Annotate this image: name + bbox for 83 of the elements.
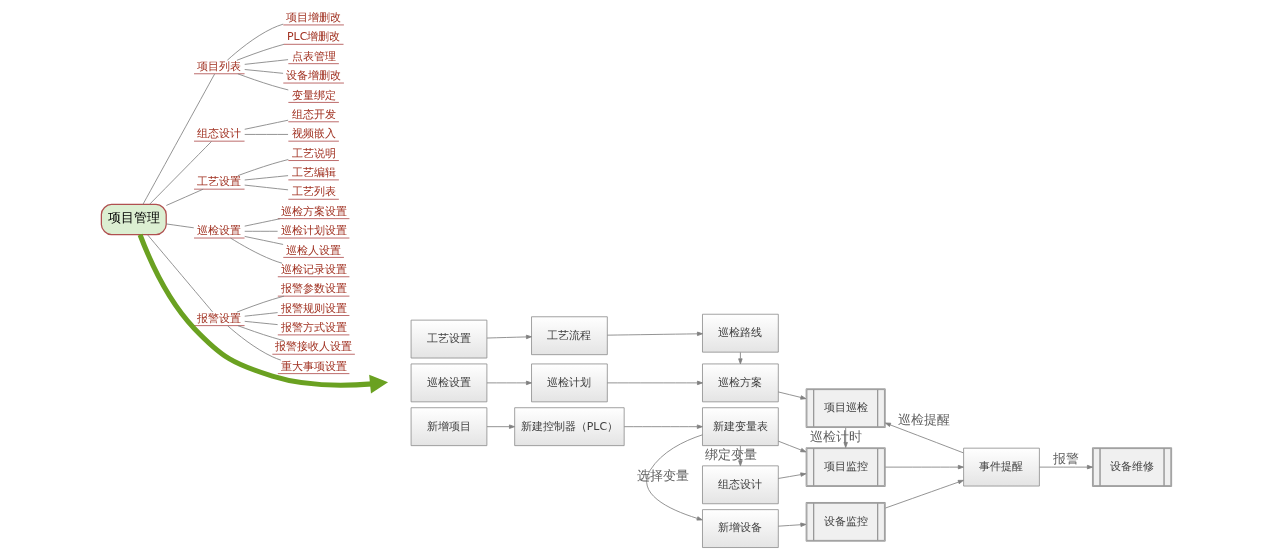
node-text: 组态开发 bbox=[291, 107, 336, 121]
connector bbox=[243, 230, 278, 232]
edge-label: 巡检计时 bbox=[809, 428, 862, 444]
connector bbox=[243, 312, 278, 317]
connector bbox=[146, 234, 213, 313]
node-box: 项目管理 bbox=[100, 203, 167, 236]
node-text: 工艺说明 bbox=[291, 146, 336, 160]
node-text: 视频嵌入 bbox=[291, 127, 336, 141]
arrow bbox=[737, 351, 743, 365]
node-text: 变量绑定 bbox=[291, 88, 336, 102]
connector bbox=[243, 236, 284, 245]
arrow bbox=[137, 233, 388, 394]
connector bbox=[243, 320, 278, 326]
node-box: 新增设备 bbox=[701, 509, 779, 548]
connector bbox=[236, 43, 284, 61]
node-box: 工艺设置 bbox=[410, 319, 487, 359]
connector bbox=[243, 69, 284, 74]
connector bbox=[165, 188, 204, 206]
arrow bbox=[884, 422, 964, 454]
connector bbox=[236, 325, 285, 342]
node-box: 巡检路线 bbox=[701, 313, 779, 353]
arrow bbox=[884, 479, 964, 509]
edge-label: 绑定变量 bbox=[704, 446, 757, 462]
node-text: 巡检记录设置 bbox=[280, 262, 347, 276]
connector bbox=[243, 218, 281, 227]
node-text: 工艺设置 bbox=[196, 175, 241, 189]
node-text: 项目列表 bbox=[196, 59, 241, 73]
arrow bbox=[486, 424, 515, 429]
connector bbox=[243, 134, 288, 135]
arrow bbox=[777, 472, 806, 479]
arrow bbox=[884, 464, 964, 470]
node-text: PLC增删改 bbox=[286, 30, 340, 44]
connector bbox=[243, 175, 288, 181]
connector bbox=[148, 141, 212, 205]
node-text: 工艺编辑 bbox=[291, 166, 336, 180]
node-text: 项目增删改 bbox=[285, 11, 341, 25]
node-box: 事件提醒 bbox=[962, 447, 1040, 487]
arrow bbox=[606, 331, 703, 336]
node-box: 巡检设置 bbox=[410, 363, 487, 403]
connector bbox=[229, 237, 282, 264]
node-box: 新建控制器（PLC） bbox=[513, 407, 625, 447]
edge-label: 报警 bbox=[1052, 450, 1079, 466]
arrow bbox=[777, 391, 806, 400]
arrow bbox=[777, 440, 806, 453]
connector bbox=[236, 295, 284, 313]
arrow bbox=[486, 334, 532, 340]
node-text: 报警设置 bbox=[196, 311, 241, 325]
connector bbox=[243, 184, 288, 191]
connector bbox=[236, 73, 289, 91]
node-text: 报警方式设置 bbox=[280, 321, 347, 334]
connector bbox=[243, 119, 288, 130]
node-text: 工艺列表 bbox=[291, 185, 336, 199]
node-text: 组态设计 bbox=[196, 127, 241, 141]
arrow bbox=[486, 380, 532, 386]
arrow bbox=[623, 424, 703, 429]
connector bbox=[165, 223, 194, 229]
edge-label: 选择变量 bbox=[636, 468, 689, 484]
node-box: 巡检方案 bbox=[701, 363, 779, 403]
node-text: 设备增删改 bbox=[285, 69, 341, 83]
arrow bbox=[606, 380, 703, 386]
node-box: 新建变量表 bbox=[701, 407, 779, 447]
connector bbox=[243, 59, 288, 65]
arrow bbox=[777, 522, 806, 527]
arrow bbox=[645, 434, 703, 521]
node-text: 重大事项设置 bbox=[280, 359, 347, 373]
node-text: 巡检计划设置 bbox=[280, 224, 347, 238]
node-text: 报警规则设置 bbox=[280, 301, 347, 315]
connector bbox=[226, 23, 284, 61]
node-box: 新增项目 bbox=[410, 407, 487, 447]
connector bbox=[236, 159, 289, 177]
arrow bbox=[1038, 464, 1093, 470]
connector bbox=[226, 325, 281, 361]
connector bbox=[142, 73, 215, 205]
node-box: 工艺流程 bbox=[530, 316, 608, 356]
node-text: 点表管理 bbox=[291, 49, 336, 63]
node-text: 巡检人设置 bbox=[285, 243, 341, 257]
node-box: 组态设计 bbox=[701, 465, 779, 505]
node-box: 巡检计划 bbox=[530, 363, 608, 403]
node-text: 报警参数设置 bbox=[280, 282, 347, 296]
node-text: 巡检方案设置 bbox=[280, 204, 347, 218]
node-text: 报警接收人设置 bbox=[274, 340, 352, 354]
edge-label: 巡检提醒 bbox=[897, 412, 950, 428]
node-text: 巡检设置 bbox=[196, 224, 241, 238]
